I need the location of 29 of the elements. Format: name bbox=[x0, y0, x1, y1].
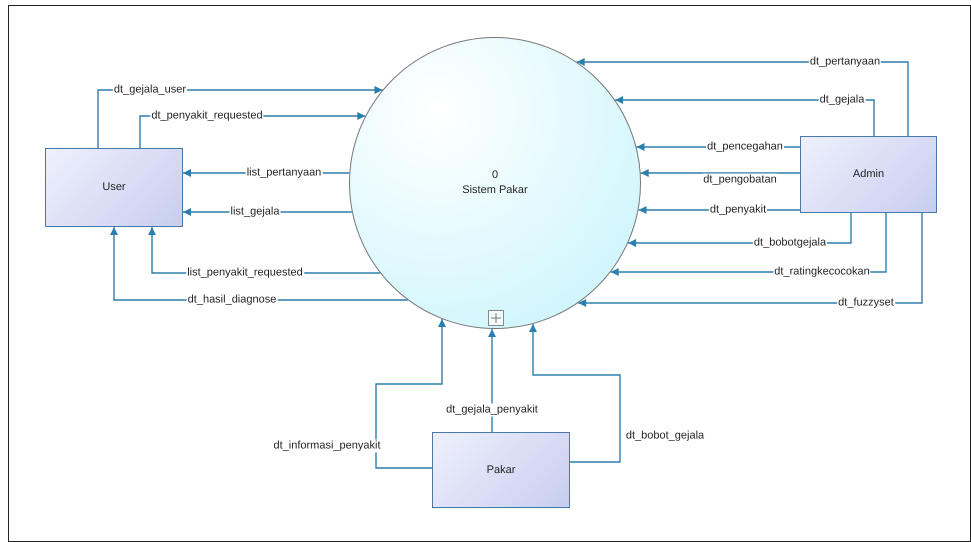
process-name: Sistem Pakar bbox=[462, 183, 528, 198]
edge-label: dt_fuzzyset bbox=[837, 296, 895, 310]
edge-label: dt_pengobatan bbox=[702, 174, 778, 186]
edge-label: list_pertanyaan bbox=[246, 166, 322, 180]
edge-label: dt_gejala_penyakit bbox=[445, 404, 539, 416]
entity-name: User bbox=[102, 180, 126, 195]
flow-arrow bbox=[529, 324, 621, 463]
edge-label: dt_penyakit_requested bbox=[150, 110, 264, 122]
edge-label: list_gejala bbox=[230, 206, 280, 218]
edge-label: dt_penyakit bbox=[708, 204, 768, 216]
flow-arrow bbox=[375, 319, 446, 469]
edge-label: dt_pencegahan bbox=[706, 140, 784, 154]
edge-label: dt_gejala bbox=[818, 94, 866, 106]
entity-box bbox=[45, 148, 183, 227]
edge-label: dt_informasi_penyakit bbox=[272, 440, 382, 452]
entity-box bbox=[800, 136, 937, 213]
entity-name: Pakar bbox=[486, 462, 516, 478]
edge-label: dt_pertanyaan bbox=[808, 56, 882, 68]
flow-arrow bbox=[488, 329, 496, 432]
entity-box bbox=[432, 432, 570, 508]
edge-label: dt_hasil_diagnose bbox=[186, 294, 278, 306]
flow-arrow bbox=[640, 169, 800, 177]
entity-name: Admin bbox=[852, 167, 884, 182]
edge-label: list_penyakit_requested bbox=[186, 266, 304, 280]
edge-label: dt_bobotgejala bbox=[752, 236, 828, 250]
edge-label: dt_gejala_user bbox=[112, 84, 188, 96]
process-number: 0 bbox=[492, 168, 498, 183]
edge-label: dt_ratingkecocokan bbox=[773, 266, 871, 278]
edge-label: dt_bobot_gejala bbox=[624, 430, 706, 442]
